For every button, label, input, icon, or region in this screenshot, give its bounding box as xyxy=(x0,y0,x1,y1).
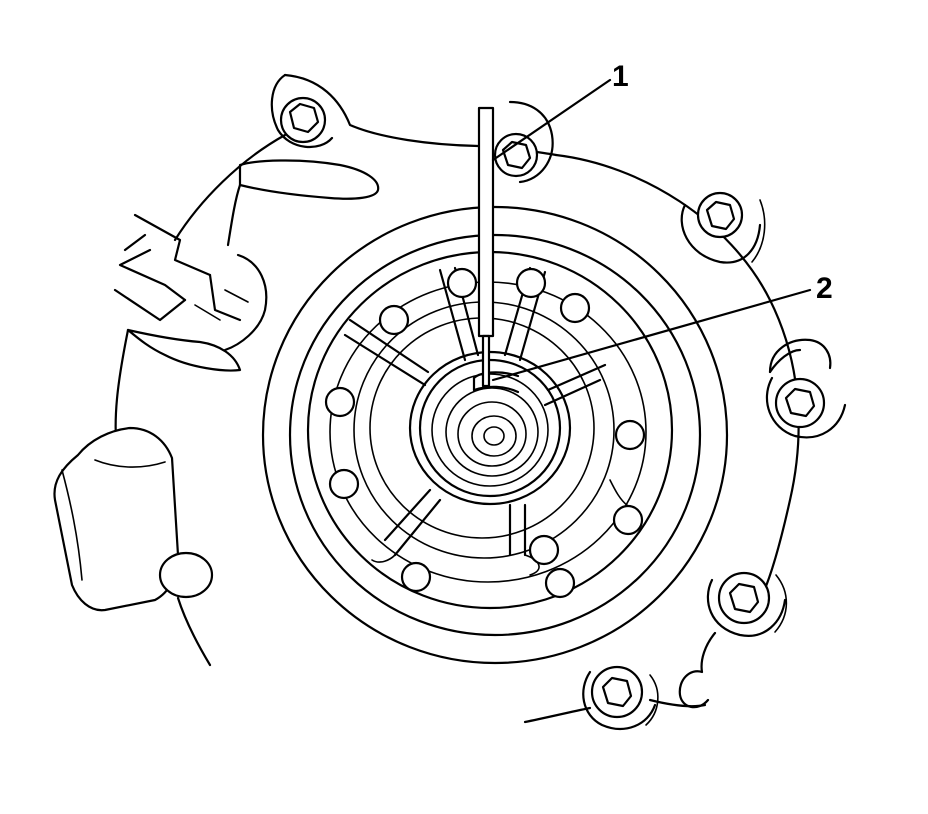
bolt-upper-right xyxy=(680,191,766,264)
leader-lines xyxy=(491,78,812,382)
center-hub xyxy=(408,350,572,506)
housing-outline xyxy=(114,73,800,724)
drum-assembly xyxy=(261,205,729,665)
leader-line-1 xyxy=(491,78,612,162)
screwdriver-tool xyxy=(477,106,495,388)
left-linkage xyxy=(113,213,268,372)
left-block xyxy=(53,426,214,612)
bolt-lower-right xyxy=(706,571,788,637)
bolt-top-left xyxy=(270,73,334,149)
spring-pockets xyxy=(324,267,646,599)
callout-2: 2 xyxy=(816,272,833,305)
leader-line-2 xyxy=(491,288,812,382)
callout-1: 1 xyxy=(612,60,629,93)
bolts xyxy=(270,73,847,730)
bolt-top-center xyxy=(493,100,554,184)
bolt-right-middle xyxy=(765,338,847,439)
bolt-bottom xyxy=(582,665,659,730)
